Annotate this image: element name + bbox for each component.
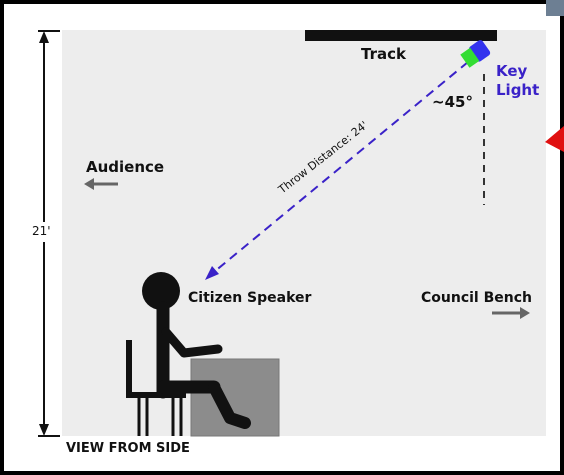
citizen-speaker-label: Citizen Speaker	[188, 290, 312, 306]
throw-beam-arrowhead	[205, 266, 219, 280]
key-light-label-line2: Light	[496, 81, 540, 99]
view-title: VIEW FROM SIDE	[66, 441, 190, 456]
height-label: 21'	[32, 224, 51, 238]
red-marker	[545, 126, 564, 152]
track-label: Track	[361, 45, 406, 63]
council-bench-label: Council Bench	[421, 290, 532, 306]
audience-arrow	[84, 178, 118, 190]
throw-beam-line	[213, 61, 469, 273]
track-bar	[305, 30, 497, 41]
citizen-speaker-figure	[142, 272, 251, 429]
council-bench-arrow	[492, 307, 530, 319]
chair	[126, 340, 186, 436]
key-light-label-line1: Key	[496, 62, 528, 80]
audience-label: Audience	[86, 158, 165, 176]
angle-label: ~45°	[432, 93, 473, 111]
key-light-icon	[460, 40, 491, 68]
height-dimension	[38, 30, 60, 437]
corner-decoration	[546, 0, 564, 16]
room-area	[62, 30, 546, 436]
